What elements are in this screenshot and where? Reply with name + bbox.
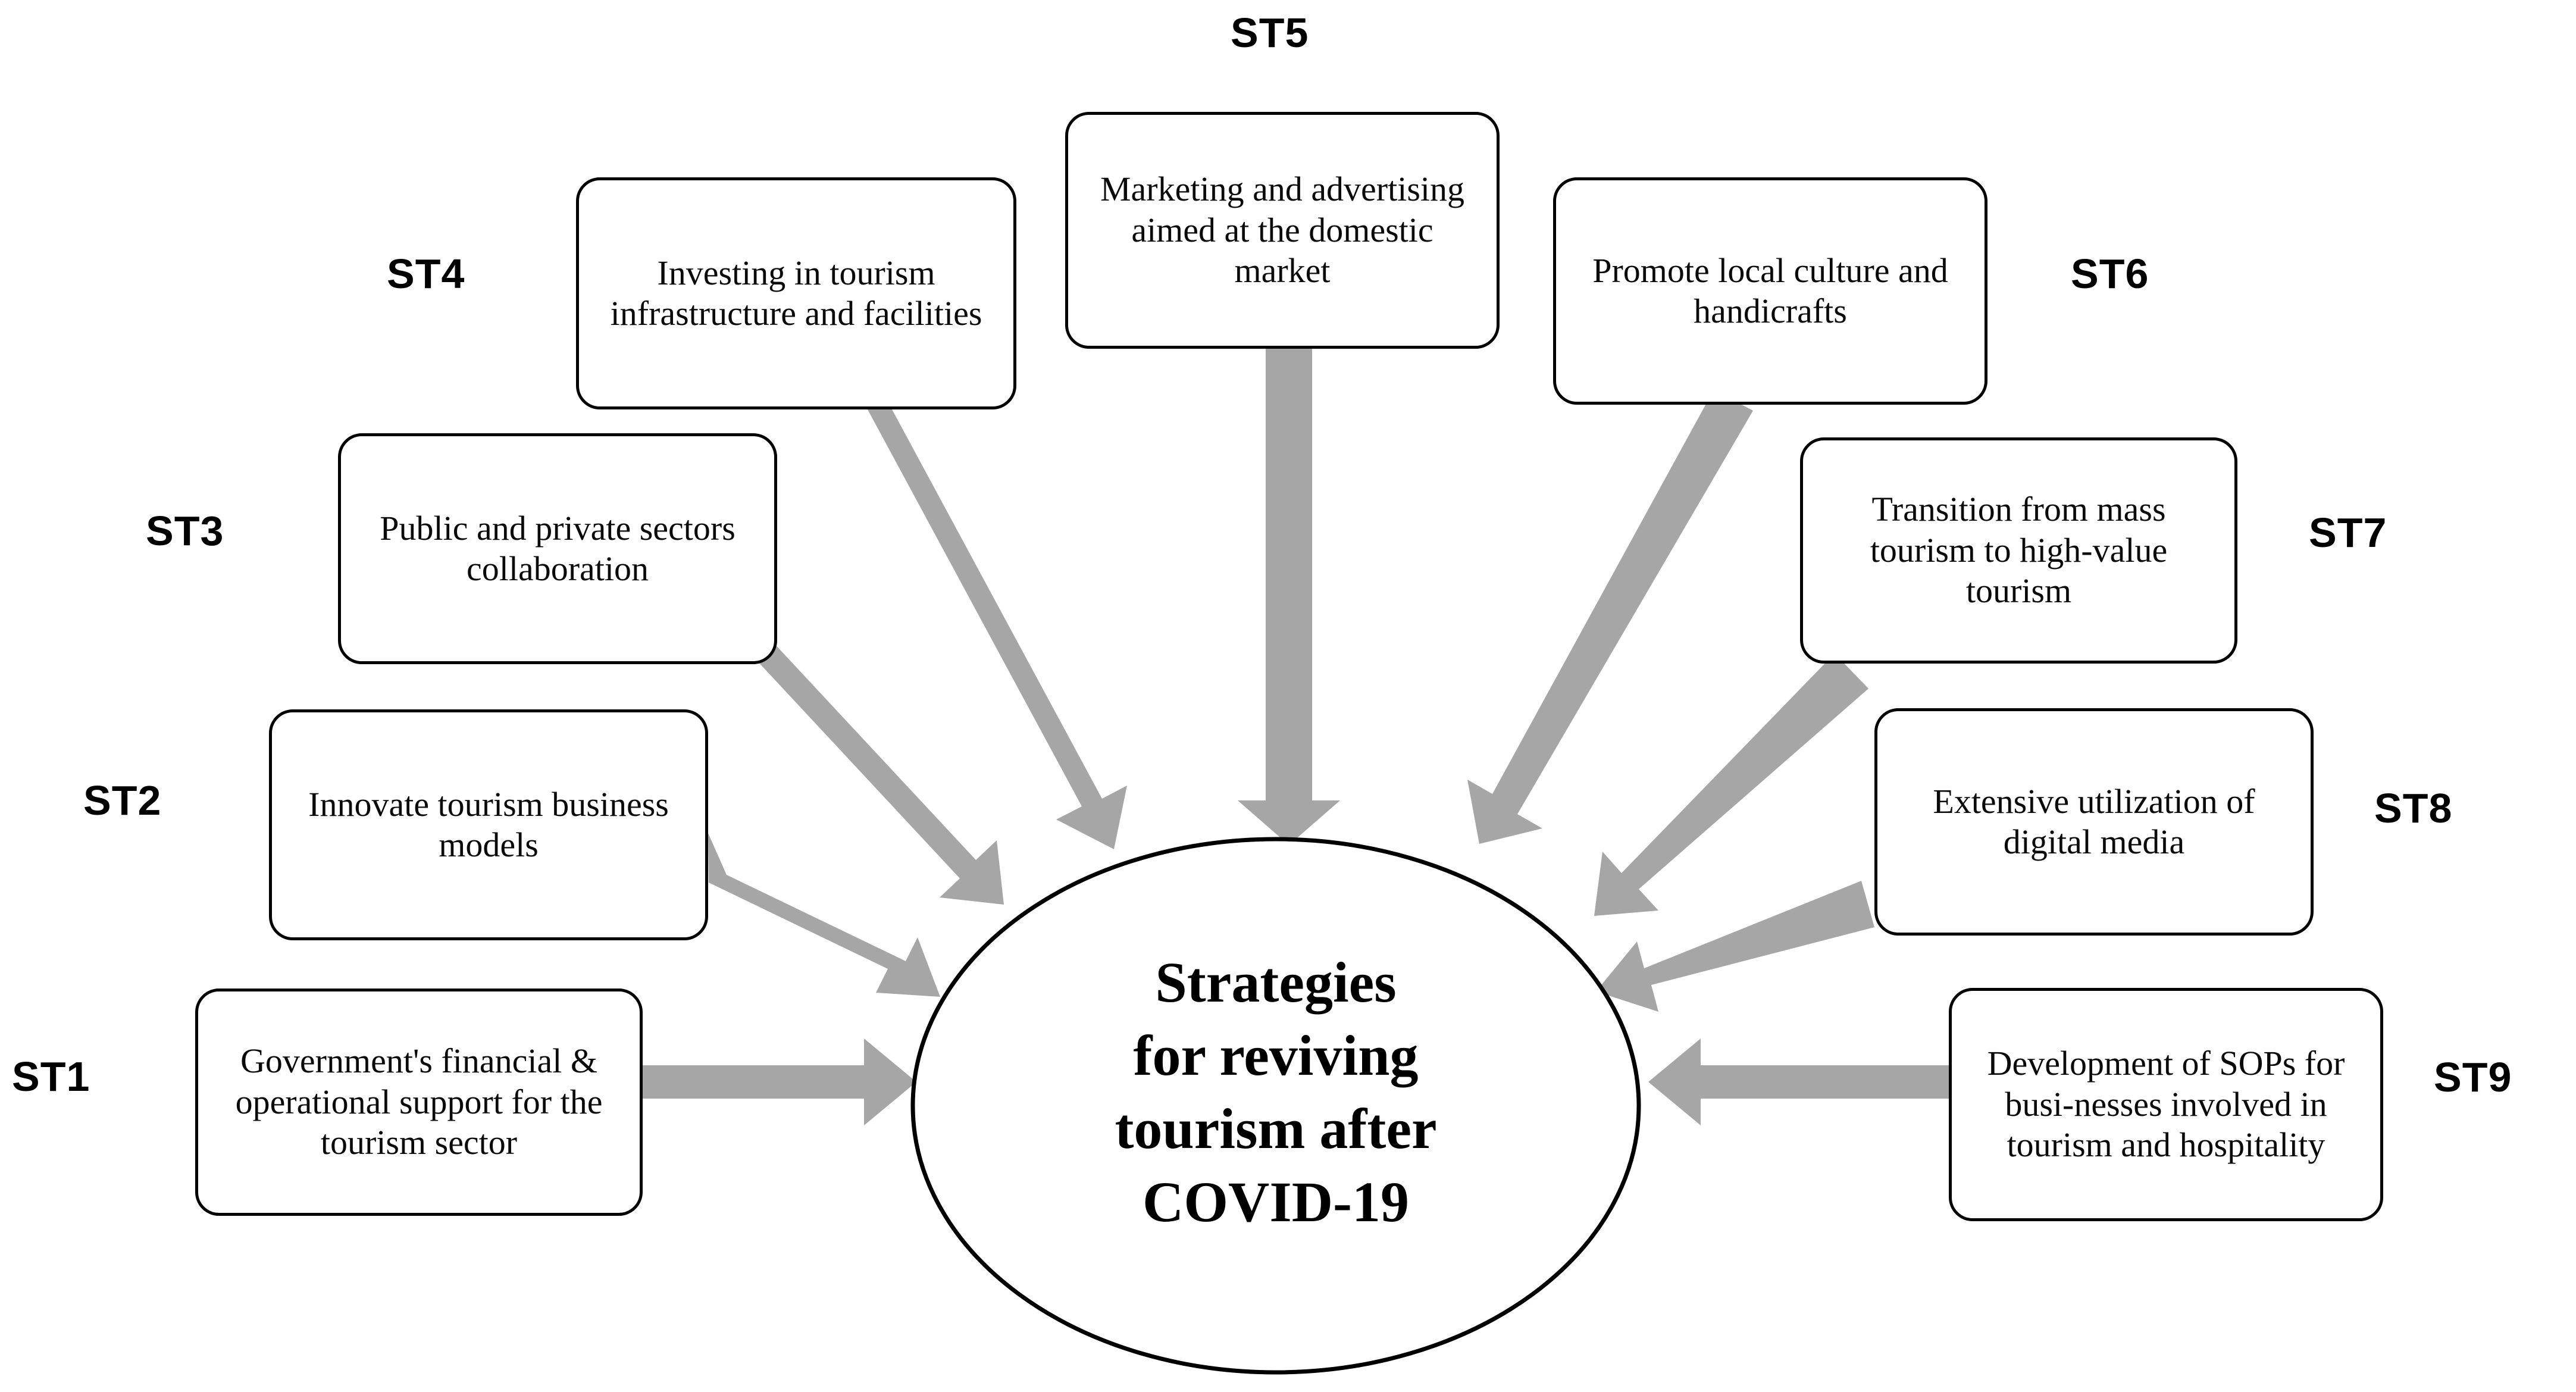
node-box-st3[interactable]: Public and private sectors collaboration: [338, 433, 777, 664]
center-title: Strategies for reviving tourism after CO…: [1115, 950, 1437, 1234]
node-label-st6: ST6: [2071, 251, 2149, 297]
arrow-st4: [831, 372, 1127, 849]
node-text-st5: Marketing and advertising aimed at the d…: [1100, 170, 1465, 290]
node-box-st9[interactable]: Development of SOPs for busi-nesses invo…: [1949, 988, 2383, 1221]
node-label-st1: ST1: [12, 1053, 90, 1100]
arrow-st6: [1467, 390, 1753, 844]
arrow-st8: [1596, 881, 1874, 1012]
node-label-st2: ST2: [83, 777, 162, 824]
node-text-st4: Investing in tourism infrastructure and …: [610, 253, 982, 333]
node-box-st8[interactable]: Extensive utilization of digital media: [1874, 708, 2314, 936]
node-text-st7: Transition from mass tourism to high-val…: [1870, 490, 2168, 611]
arrow-st2: [708, 833, 940, 997]
arrow-st3: [720, 616, 1004, 905]
node-label-st4: ST4: [387, 251, 465, 297]
node-text-st2: Innovate tourism business models: [308, 784, 669, 864]
node-box-st4[interactable]: Investing in tourism infrastructure and …: [576, 177, 1016, 409]
node-box-st2[interactable]: Innovate tourism business models: [269, 709, 708, 940]
node-box-st7[interactable]: Transition from mass tourism to high-val…: [1800, 437, 2237, 664]
node-text-st1: Government's financial & operational sup…: [235, 1041, 603, 1162]
node-text-st9: Development of SOPs for busi-nesses invo…: [1987, 1044, 2345, 1165]
node-label-st9: ST9: [2434, 1054, 2512, 1100]
node-label-st3: ST3: [146, 508, 224, 554]
node-label-st7: ST7: [2309, 509, 2387, 556]
node-box-st5[interactable]: Marketing and advertising aimed at the d…: [1065, 112, 1500, 349]
arrow-st5: [1238, 348, 1340, 845]
arrow-st7: [1594, 653, 1868, 916]
node-text-st6: Promote local culture and handicrafts: [1592, 251, 1948, 330]
node-label-st5: ST5: [1231, 10, 1309, 56]
center-ellipse: [910, 837, 1641, 1375]
node-box-st6[interactable]: Promote local culture and handicrafts: [1553, 177, 1987, 405]
arrow-st1: [643, 1038, 916, 1125]
node-label-st8: ST8: [2374, 785, 2453, 831]
arrow-st9: [1648, 1038, 1949, 1125]
node-text-st8: Extensive utilization of digital media: [1933, 781, 2255, 861]
node-text-st3: Public and private sectors collaboration: [380, 508, 735, 588]
node-box-st1[interactable]: Government's financial & operational sup…: [195, 989, 643, 1216]
